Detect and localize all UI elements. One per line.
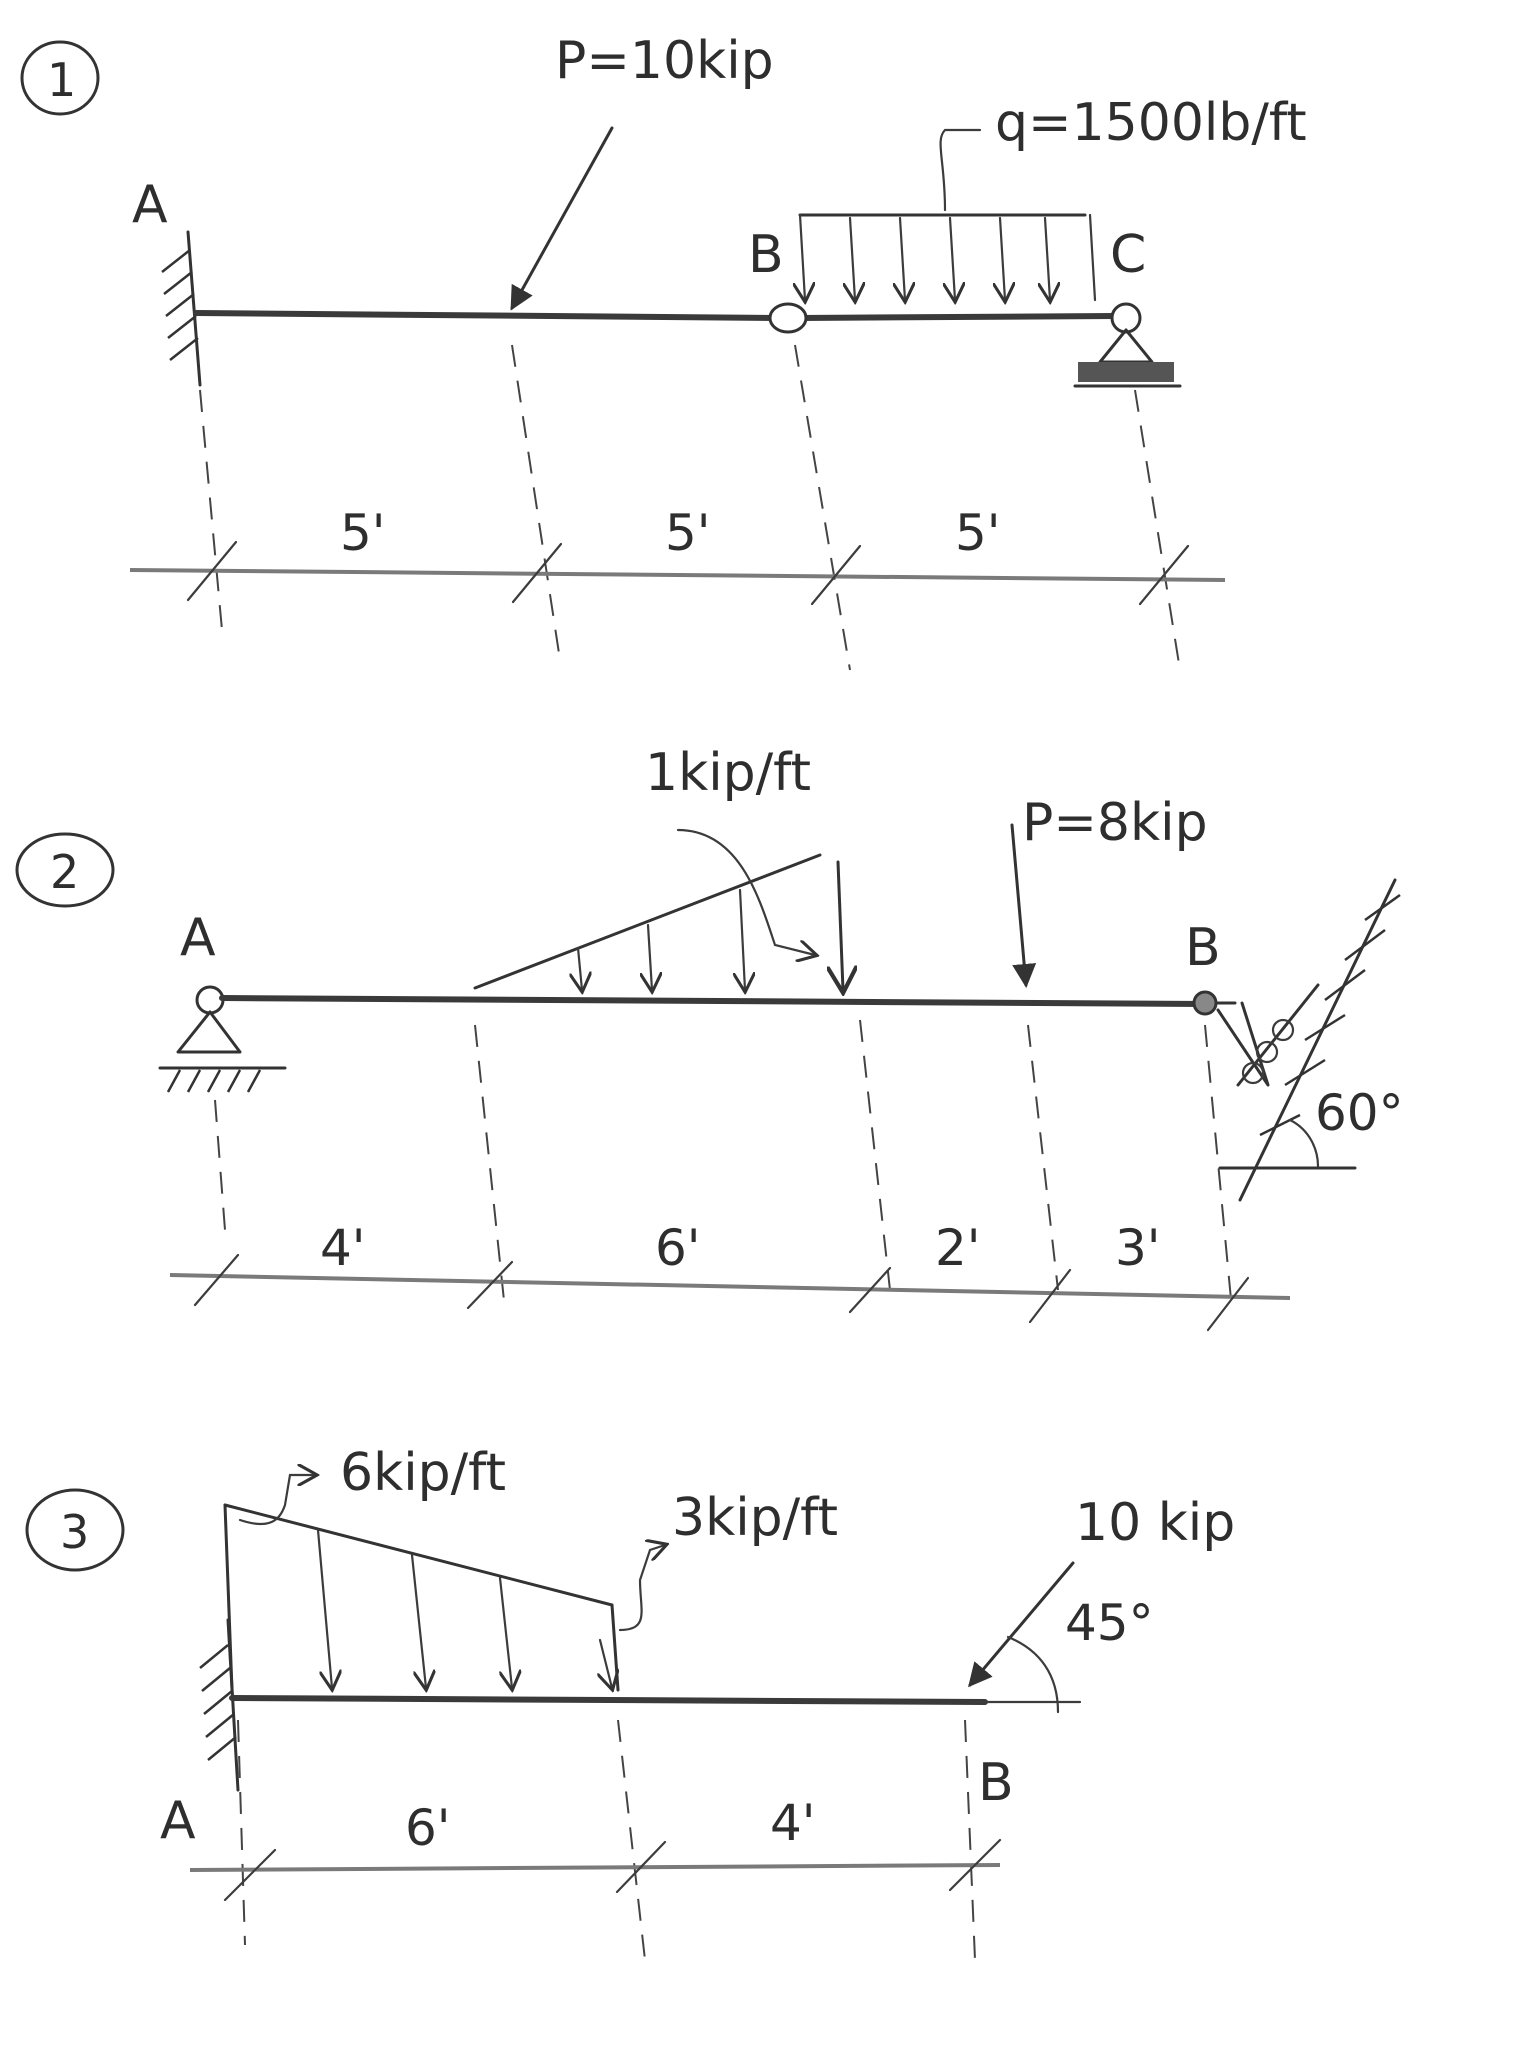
pin-support-icon — [158, 985, 287, 1093]
label-b: B — [978, 1753, 1014, 1813]
angle-label: 45° — [1065, 1594, 1154, 1652]
label-a: A — [132, 175, 168, 235]
label-a: A — [180, 908, 216, 968]
span-label: 6' — [655, 1219, 701, 1277]
label-b: B — [1185, 918, 1221, 978]
dimension-line — [129, 540, 1226, 606]
span-label: 2' — [935, 1219, 981, 1277]
label-c: C — [1110, 225, 1146, 285]
span-label: 5' — [665, 504, 711, 562]
span-label: 6' — [405, 1799, 451, 1857]
point-load-arrow — [510, 126, 614, 311]
span-label: 5' — [340, 504, 386, 562]
inclined-roller-support-icon — [1192, 878, 1401, 1202]
problem-number-badge: 3 — [25, 1488, 125, 1572]
point-load-label: P=8kip — [1022, 793, 1208, 853]
distributed-load-label: q=1500lb/ft — [995, 93, 1307, 153]
dimension-line — [189, 1838, 1002, 1902]
triangular-load — [473, 828, 843, 990]
distributed-load-label: 1kip/ft — [645, 743, 811, 803]
problem-1: 1 A B C P=10kip — [20, 31, 1307, 671]
point-load-label: P=10kip — [555, 31, 774, 91]
pin-support-icon — [1073, 302, 1182, 388]
problem-number: 3 — [60, 1505, 89, 1559]
point-load-arrow — [968, 1561, 1075, 1688]
fixed-support-icon — [161, 230, 202, 387]
uniform-load — [800, 128, 1097, 300]
problem-number-badge: 2 — [15, 832, 115, 908]
label-b: B — [748, 225, 784, 285]
fixed-support-icon — [199, 1618, 240, 1792]
beam-ab — [193, 310, 783, 321]
problem-number-badge: 1 — [20, 40, 100, 116]
problem-number: 2 — [50, 845, 79, 899]
problem-number: 1 — [47, 53, 76, 107]
problem-2: 2 A 1kip/ft P=8kip B — [15, 743, 1404, 1332]
problem-3: 3 A 6kip/ft 3kip/ft — [25, 1443, 1235, 1961]
point-load-arrow — [1010, 823, 1037, 988]
beam-ab — [219, 995, 1208, 1007]
span-label: 5' — [955, 504, 1001, 562]
label-a: A — [160, 1791, 196, 1851]
span-label: 3' — [1115, 1219, 1161, 1277]
span-label: 4' — [320, 1219, 366, 1277]
angle-label: 60° — [1315, 1084, 1404, 1142]
span-label: 4' — [770, 1794, 816, 1852]
load-end-label: 3kip/ft — [672, 1488, 838, 1548]
dimension-line — [169, 1253, 1291, 1332]
point-load-label: 10 kip — [1075, 1493, 1235, 1553]
beam-ab — [229, 1695, 988, 1705]
hinge-b-icon — [768, 302, 808, 334]
load-start-label: 6kip/ft — [340, 1443, 506, 1503]
beam-bc — [797, 313, 1118, 321]
trapezoidal-load — [223, 1475, 665, 1690]
